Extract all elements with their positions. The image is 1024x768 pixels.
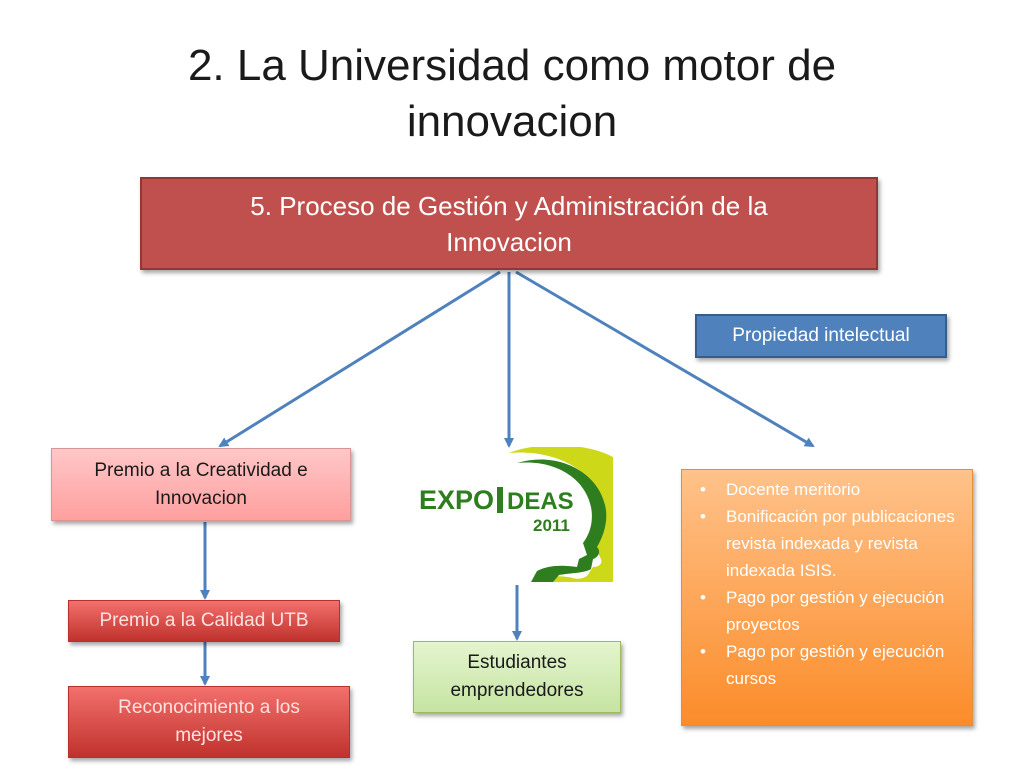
- main-process-box: 5. Proceso de Gestión y Administración d…: [140, 177, 878, 270]
- arrow-to-incentivos: [515, 270, 815, 448]
- main-process-line2: Innovacion: [446, 226, 572, 257]
- propiedad-intelectual-box: Propiedad intelectual: [695, 314, 947, 358]
- arrow-to-premio-creatividad: [218, 270, 501, 448]
- page-title: 2. La Universidad como motor de innovaci…: [0, 38, 1024, 150]
- incentivo-item: Pago por gestión y ejecución cursos: [696, 638, 962, 692]
- reconocimiento-box: Reconocimiento a los mejores: [68, 686, 350, 758]
- incentivo-item: Bonificación por publicaciones revista i…: [696, 503, 962, 584]
- expoideas-logo: EXPO DEAS 2011: [419, 447, 613, 582]
- premio-creatividad-line1: Premio a la Creatividad e: [94, 459, 308, 481]
- propiedad-intelectual-label: Propiedad intelectual: [732, 325, 910, 346]
- premio-calidad-box: Premio a la Calidad UTB: [68, 600, 340, 642]
- estudiantes-line1: Estudiantes: [467, 652, 567, 673]
- page-title-line1: 2. La Universidad como motor de: [187, 41, 837, 90]
- estudiantes-line2: emprendedores: [450, 680, 584, 701]
- expoideas-i-bar: [497, 487, 503, 513]
- main-process-line1: 5. Proceso de Gestión y Administración d…: [250, 190, 768, 221]
- incentivo-item: Docente meritorio: [696, 476, 962, 503]
- reconocimiento-line1: Reconocimiento a los: [118, 697, 300, 718]
- premio-calidad-label: Premio a la Calidad UTB: [99, 610, 309, 631]
- incentivos-list: Docente meritorio Bonificación por publi…: [696, 476, 962, 692]
- page-title-line2: innovacion: [406, 97, 618, 146]
- premio-creatividad-line2: Innovacion: [155, 487, 247, 509]
- premio-creatividad-box: Premio a la Creatividad e Innovacion: [51, 448, 351, 521]
- expoideas-word2: DEAS: [507, 488, 574, 515]
- expoideas-year: 2011: [533, 516, 570, 535]
- expoideas-word1: EXPO: [419, 485, 494, 515]
- reconocimiento-line2: mejores: [175, 725, 243, 746]
- incentivos-box: Docente meritorio Bonificación por publi…: [681, 469, 973, 726]
- incentivo-item: Pago por gestión y ejecución proyectos: [696, 584, 962, 638]
- estudiantes-box: Estudiantes emprendedores: [413, 641, 621, 713]
- expoideas-head-outline: [509, 447, 613, 582]
